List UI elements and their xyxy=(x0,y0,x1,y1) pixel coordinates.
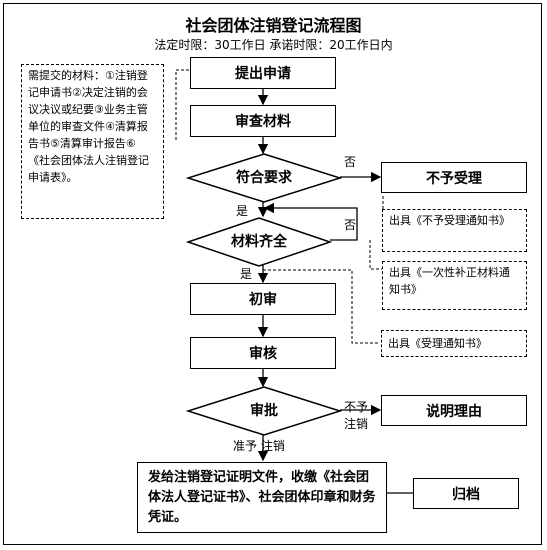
node-materials-complete: 材料齐全 xyxy=(231,234,287,250)
diagram-frame xyxy=(3,3,542,545)
materials-note-link xyxy=(175,69,193,140)
time-limits: 法定时限：30工作日 承诺时限：20工作日内 xyxy=(154,38,393,52)
label-no-2: 否 xyxy=(344,218,357,232)
supplement-note-link xyxy=(369,240,383,270)
node-submit-application: 提出申请 xyxy=(190,57,336,89)
node-meets-requirements: 符合要求 xyxy=(236,170,292,186)
materials-note: 需提交的材料：①注销登记申请书②决定注销的会议决议或纪要③业务主管单位的审查文件… xyxy=(21,64,164,219)
edge-complete-back xyxy=(263,202,358,241)
node-explain-reason: 说明理由 xyxy=(381,395,527,426)
supplement-notice-note: 出具《一次性补正材料通知书》 xyxy=(382,261,527,310)
node-verify: 审核 xyxy=(190,337,336,369)
node-approve: 审批 xyxy=(250,403,278,419)
accept-note-link xyxy=(263,269,380,344)
reject-notice-note: 出具《不予受理通知书》 xyxy=(382,209,527,252)
label-yes-1: 是 xyxy=(236,204,249,218)
node-meets-requirements-shape xyxy=(186,153,342,203)
node-approve-shape xyxy=(186,386,342,436)
label-not-grant-2: 注销 xyxy=(344,417,369,431)
node-issue-certificate: 发给注销登记证明文件，收缴《社会团体法人登记证书》、社会团体印章和财务凭证。 xyxy=(137,462,387,533)
node-first-review: 初审 xyxy=(190,283,336,315)
node-review-materials: 审查材料 xyxy=(190,105,336,137)
node-reject: 不予受理 xyxy=(381,162,527,193)
accept-notice-note: 出具《受理通知书》 xyxy=(381,330,527,357)
node-materials-complete-shape xyxy=(186,217,332,267)
label-no-1: 否 xyxy=(344,155,357,169)
label-grant: 准予 注销 xyxy=(233,439,285,453)
label-not-grant-1: 不予 xyxy=(344,400,369,414)
node-archive: 归档 xyxy=(413,478,519,509)
label-yes-2: 是 xyxy=(240,267,253,281)
diagram-title: 社会团体注销登记流程图 xyxy=(185,16,362,35)
